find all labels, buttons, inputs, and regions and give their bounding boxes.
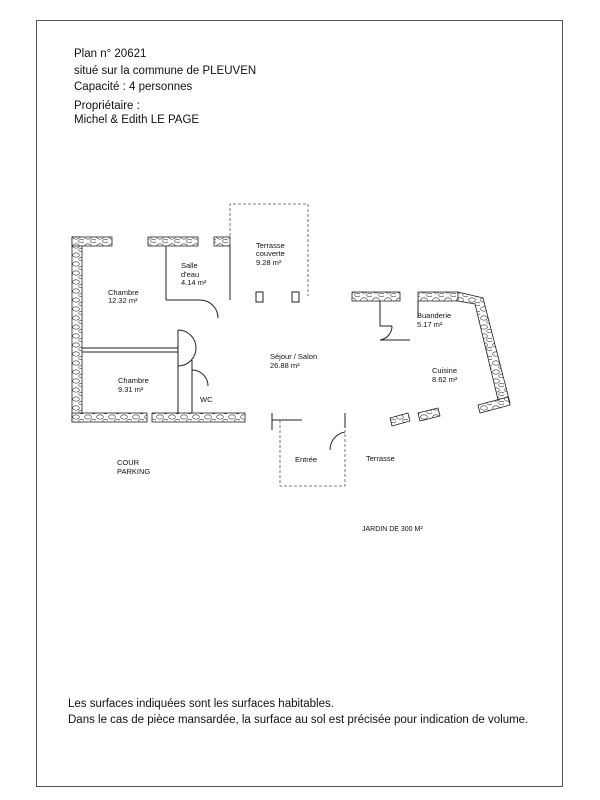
- page-frame: [36, 20, 563, 787]
- salle-deau-label-1: Salle: [181, 261, 198, 270]
- dashed-outlines: [229, 203, 346, 487]
- salle-deau-area: 4.14 m²: [181, 278, 207, 287]
- terrasse-couverte-label-1: Terrasse: [256, 241, 285, 250]
- buanderie-label: Buanderie: [417, 311, 451, 320]
- wall-south-left: [71, 412, 148, 423]
- door-swing-chambre-2: [177, 347, 197, 367]
- footer-note-1: Les surfaces indiquées sont les surfaces…: [68, 698, 334, 710]
- pillar-right: [291, 291, 300, 303]
- chambre-2-area: 9.31 m²: [118, 385, 144, 394]
- wall-south-right-b: [417, 407, 441, 422]
- sejour-label: Séjour / Salon: [270, 352, 317, 361]
- plan-number: Plan n° 20621: [74, 48, 147, 60]
- chambre-1-area: 12.32 m²: [108, 296, 138, 305]
- wall-north-post: [213, 236, 231, 247]
- stone-walls: [71, 236, 511, 427]
- cuisine-label: Cuisine: [432, 366, 457, 375]
- entree-outline: [279, 420, 346, 487]
- wc-label: WC: [200, 395, 213, 404]
- terrasse-label: Terrasse: [366, 454, 395, 463]
- wall-north-right: [351, 291, 401, 302]
- pillar-left: [255, 291, 264, 303]
- plan-capacity: Capacité : 4 personnes: [74, 81, 193, 93]
- owner-label: Propriétaire :: [74, 100, 140, 112]
- door-swing-laundry: [379, 325, 393, 341]
- wall-kitchen-east: [457, 291, 511, 409]
- door-swing-bath: [199, 299, 219, 319]
- wall-west: [71, 236, 83, 423]
- salle-deau-label-2: d'eau: [181, 270, 199, 279]
- partition-laundry-left: [379, 301, 392, 327]
- cour-label: COUR: [117, 458, 140, 467]
- jardin-label: JARDIN DE 300 M²: [362, 526, 423, 533]
- chambre-2-label: Chambre: [118, 376, 149, 385]
- terrasse-couverte-label-2: couverte: [256, 249, 285, 258]
- wall-north-bath: [147, 236, 199, 247]
- chambre-1-label: Chambre: [108, 288, 139, 297]
- wall-north-left: [71, 236, 113, 247]
- door-swing-wc: [191, 369, 209, 387]
- owner-name: Michel & Edith LE PAGE: [74, 114, 200, 126]
- room-labels: Terrasse couverte 9.28 m² Salle d'eau 4.…: [108, 241, 458, 533]
- wall-north-kitchen: [417, 291, 459, 302]
- terrasse-couverte-outline: [229, 203, 309, 296]
- wall-kitchen-south: [477, 396, 511, 414]
- wall-south-right-a: [389, 412, 411, 427]
- parking-label: PARKING: [117, 467, 150, 476]
- door-swing-chambre-1: [177, 329, 197, 349]
- partitions: [82, 246, 419, 451]
- buanderie-area: 5.17 m²: [417, 320, 443, 329]
- terrasse-couverte-area: 9.28 m²: [256, 258, 282, 267]
- entree-label: Entrée: [295, 455, 317, 464]
- sejour-area: 26.88 m²: [270, 361, 300, 370]
- cuisine-area: 8.62 m²: [432, 375, 458, 384]
- plan-location: situé sur la commune de PLEUVEN: [74, 65, 257, 77]
- footer-note-2: Dans le cas de pièce mansardée, la surfa…: [68, 714, 529, 726]
- wall-south-mid: [151, 412, 246, 423]
- door-swing-entry: [329, 431, 346, 451]
